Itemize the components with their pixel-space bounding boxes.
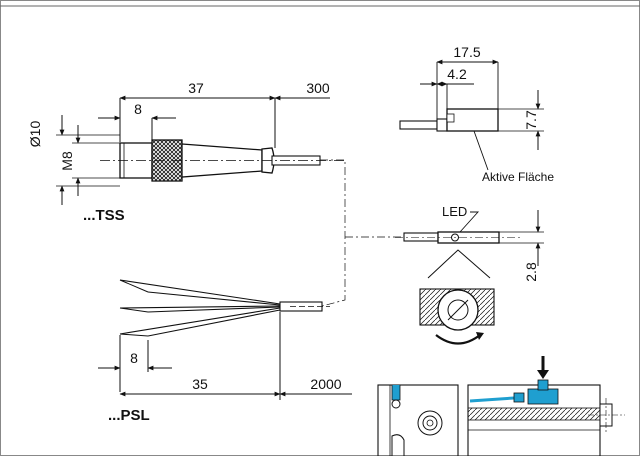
- rotate-arrow-icon: [435, 334, 481, 345]
- variant-label-tss: ...TSS: [83, 207, 125, 224]
- mount-sensor: [527, 388, 559, 405]
- dim-total-length: 17.5: [453, 44, 480, 60]
- dim-cable-length: 300: [306, 80, 330, 96]
- dim-jacket-length: 35: [192, 376, 208, 392]
- dim-diameter: 2.8: [523, 262, 539, 282]
- variant-label-psl: ...PSL: [108, 407, 150, 424]
- dim-wire-cable-length: 2000: [310, 376, 341, 392]
- dim-thread-size: M8: [59, 151, 75, 171]
- side-view: 17.5 4.2 7.7 Aktive Fläche: [399, 44, 554, 184]
- active-face-label: Aktive Fläche: [482, 170, 554, 184]
- led-view: LED 2.8: [395, 204, 544, 282]
- wire-view: 8 35 2000 ...PSL: [98, 279, 352, 424]
- mounting-detail: [377, 356, 625, 456]
- dim-thread-length: 8: [134, 101, 142, 117]
- dim-strip-length: 8: [130, 350, 138, 366]
- mount-sensor-left: [391, 385, 401, 401]
- projection-lines: [427, 249, 491, 279]
- dim-outer-diameter: Ø10: [27, 121, 43, 148]
- adjustment-detail: [419, 288, 495, 345]
- link-line: [320, 159, 405, 307]
- dim-offset: 4.2: [447, 66, 467, 82]
- sensor-housing: [446, 108, 499, 132]
- sensor-cable: [399, 120, 438, 130]
- dim-height: 7.7: [523, 110, 539, 130]
- dim-overall-length: 37: [188, 80, 204, 96]
- connector-view: 37 300 8 Ø10 M8 ...TSS: [27, 80, 345, 224]
- led-label: LED: [442, 204, 467, 219]
